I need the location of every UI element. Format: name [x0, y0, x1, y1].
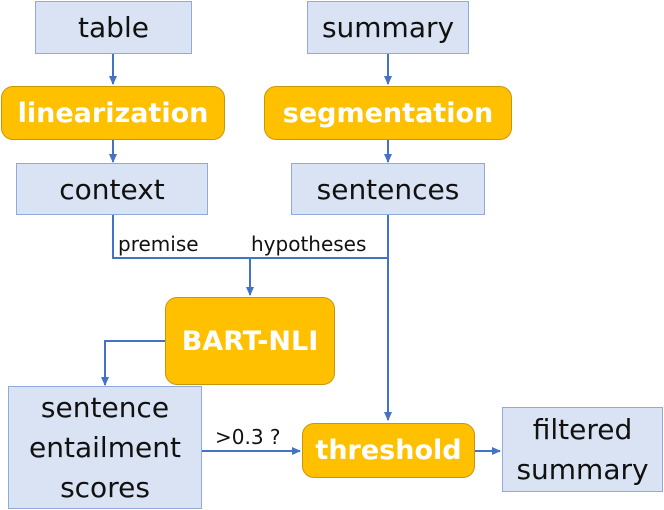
- node-linearization: linearization: [1, 86, 225, 140]
- edge-label-premise: premise: [118, 232, 199, 256]
- node-table-label: table: [78, 11, 149, 44]
- node-scores-line-1: sentence: [40, 390, 170, 424]
- node-segmentation-label: segmentation: [282, 97, 494, 129]
- node-table: table: [35, 1, 192, 54]
- node-bart-nli-label: BART-NLI: [181, 325, 319, 357]
- node-linearization-label: linearization: [17, 97, 209, 129]
- node-summary: summary: [307, 1, 469, 54]
- edge-label-condition: >0.3 ?: [215, 425, 281, 449]
- line-context-premise: [112, 215, 388, 259]
- node-sentences: sentences: [291, 163, 485, 215]
- node-entailment-scores: sentence entailment scores: [8, 386, 202, 509]
- node-bart-nli: BART-NLI: [165, 297, 335, 385]
- node-sentences-label: sentences: [316, 172, 460, 206]
- node-segmentation: segmentation: [264, 86, 512, 140]
- node-scores-line-3: scores: [60, 470, 150, 504]
- node-threshold: threshold: [302, 423, 475, 478]
- arrow-bart-nli-to-scores: [101, 340, 165, 386]
- node-filtered-line-2: summary: [516, 452, 649, 486]
- node-summary-label: summary: [321, 11, 455, 44]
- node-scores-line-2: entailment: [29, 430, 181, 464]
- node-context: context: [16, 163, 208, 215]
- node-filtered-line-1: filtered: [532, 412, 633, 446]
- node-context-label: context: [59, 172, 165, 206]
- node-filtered-summary: filtered summary: [502, 407, 663, 492]
- edge-label-hypotheses: hypotheses: [251, 232, 367, 256]
- node-threshold-label: threshold: [315, 435, 462, 466]
